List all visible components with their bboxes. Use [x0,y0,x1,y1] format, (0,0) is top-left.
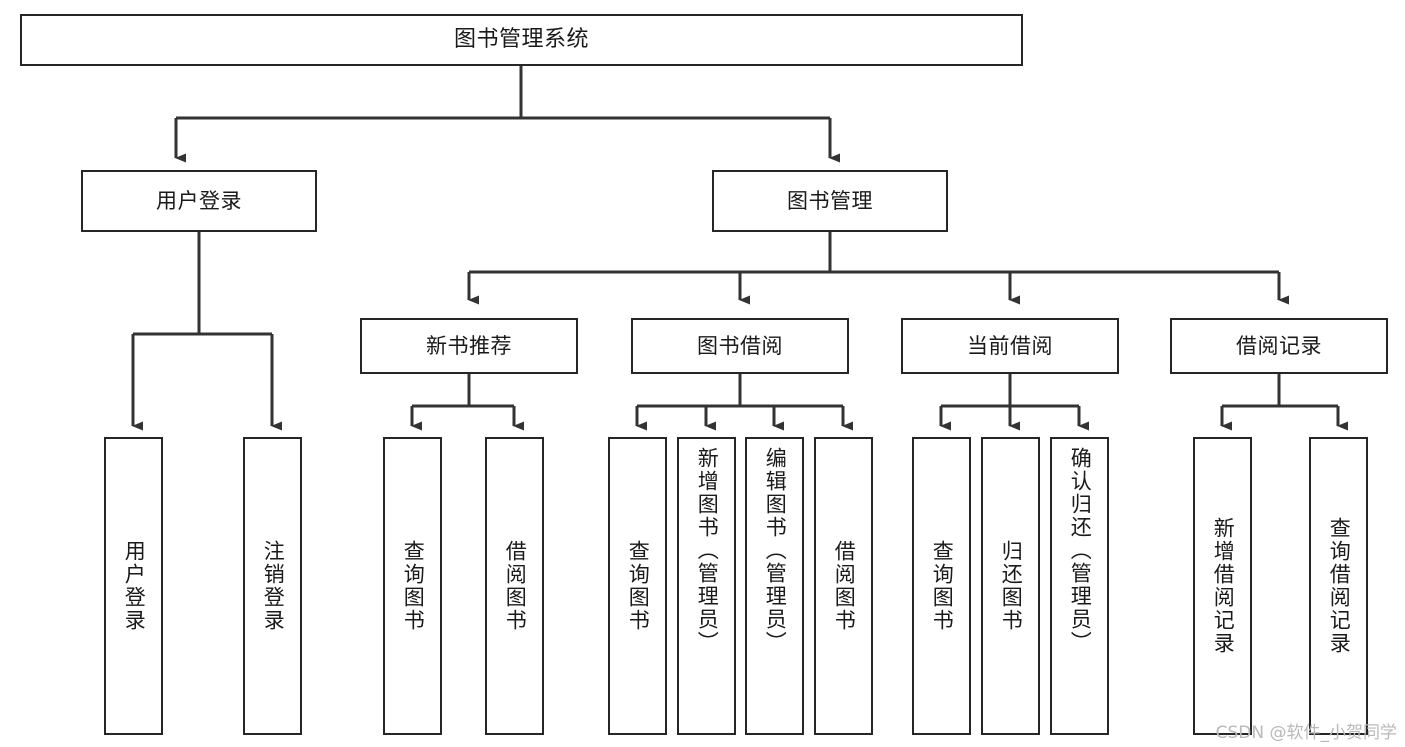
node-label: 编辑图书（管理员） [763,447,788,654]
node-leaf-user-login[interactable]: 用户登录 [104,437,163,735]
node-leaf-query-book-current[interactable]: 查询图书 [912,437,971,735]
node-book-borrow[interactable]: 图书借阅 [631,318,849,374]
csdn-watermark: CSDN @软件_小贺同学 [1215,723,1397,743]
node-leaf-add-book-admin[interactable]: 新增图书（管理员） [677,437,736,735]
node-label: 新增借阅记录 [1211,517,1236,655]
node-label: 借阅图书 [503,540,528,632]
node-leaf-add-borrow-record[interactable]: 新增借阅记录 [1193,437,1252,735]
node-borrow-record[interactable]: 借阅记录 [1170,318,1388,374]
node-leaf-logout[interactable]: 注销登录 [243,437,302,735]
node-leaf-borrow-book[interactable]: 借阅图书 [814,437,873,735]
node-label: 当前借阅 [967,333,1053,358]
node-label: 图书借阅 [697,333,783,358]
node-leaf-return-book[interactable]: 归还图书 [981,437,1040,735]
node-label: 查询借阅记录 [1327,517,1352,655]
node-leaf-query-book-recommend[interactable]: 查询图书 [383,437,442,735]
node-label: 查询图书 [401,540,426,632]
node-label: 归还图书 [999,540,1024,632]
node-root-library-system[interactable]: 图书管理系统 [20,14,1023,66]
node-label: 借阅记录 [1236,333,1322,358]
node-user-login[interactable]: 用户登录 [81,170,317,232]
node-label: 查询图书 [626,540,651,632]
node-current-borrow[interactable]: 当前借阅 [901,318,1119,374]
node-label: 用户登录 [156,188,242,213]
node-leaf-confirm-return-admin[interactable]: 确认归还（管理员） [1050,437,1109,735]
node-label: 用户登录 [122,540,147,632]
node-leaf-edit-book-admin[interactable]: 编辑图书（管理员） [745,437,804,735]
node-leaf-query-borrow-record[interactable]: 查询借阅记录 [1309,437,1368,735]
node-leaf-query-book-borrow[interactable]: 查询图书 [608,437,667,735]
node-book-management[interactable]: 图书管理 [712,170,948,232]
node-label: 新书推荐 [426,333,512,358]
node-leaf-borrow-book-recommend[interactable]: 借阅图书 [485,437,544,735]
node-label: 注销登录 [261,540,286,632]
node-label: 借阅图书 [832,540,857,632]
node-label: 新增图书（管理员） [695,447,720,654]
node-label: 查询图书 [930,540,955,632]
node-label: 确认归还（管理员） [1068,447,1093,654]
node-label: 图书管理系统 [453,27,589,52]
node-new-book-recommend[interactable]: 新书推荐 [360,318,578,374]
node-label: 图书管理 [787,188,873,213]
